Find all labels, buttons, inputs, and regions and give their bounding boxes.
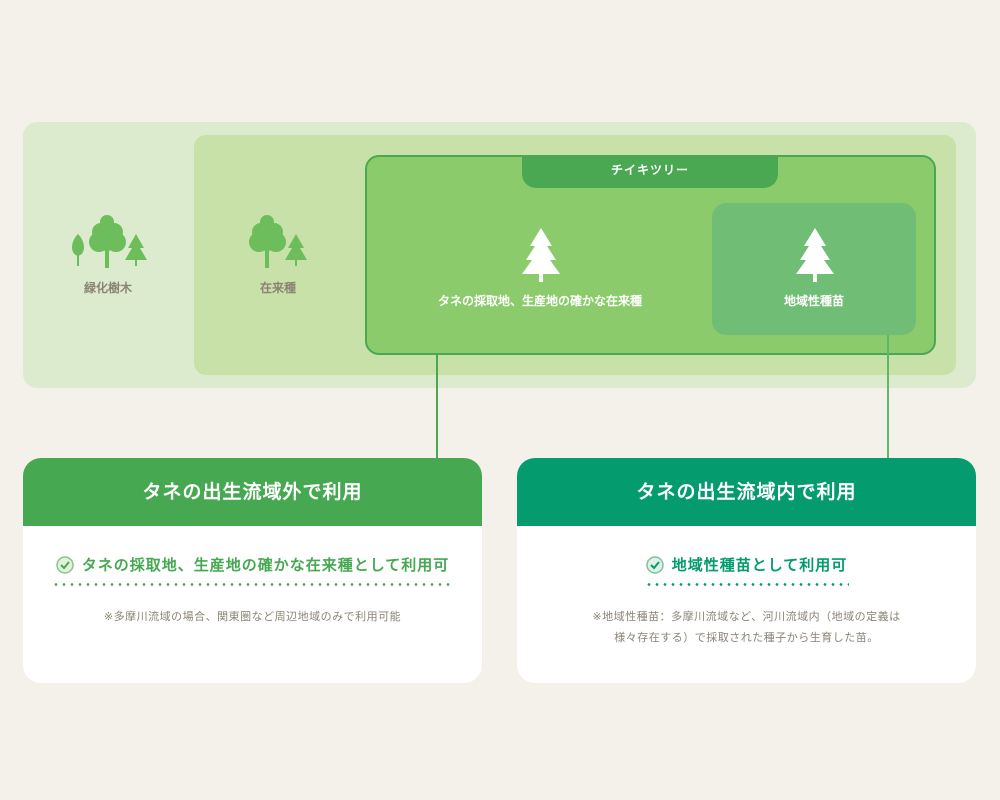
- conifer-icon: [522, 228, 560, 282]
- check-row: タネの採取地、生産地の確かな在来種として利用可: [23, 554, 482, 575]
- connector-line: [887, 335, 889, 459]
- check-circle-icon: [645, 555, 664, 574]
- outside-basin-card: タネの出生流域外で利用 タネの採取地、生産地の確かな在来種として利用可 ※多摩川…: [23, 458, 482, 683]
- check-text: 地域性種苗として利用可: [671, 556, 848, 574]
- note-line: ※地域性種苗：多摩川流域など、河川流域内（地域の定義は: [592, 610, 901, 623]
- connector-line: [436, 355, 438, 459]
- check-circle-icon: [55, 555, 74, 574]
- inside-basin-card: タネの出生流域内で利用 地域性種苗として利用可 ※地域性種苗：多摩川流域など、河…: [517, 458, 976, 683]
- card-title: タネの出生流域内で利用: [517, 458, 976, 526]
- check-text: タネの採取地、生産地の確かな在来種として利用可: [81, 556, 450, 574]
- check-row: 地域性種苗として利用可: [517, 554, 976, 575]
- dotted-divider: [51, 583, 454, 586]
- dotted-divider: [644, 583, 849, 586]
- local-seedling-label: 地域性種苗: [783, 294, 844, 308]
- note-line: 様々存在する）で採取された種子から生育した苗。: [614, 631, 879, 644]
- chiiki-tree-tab: チイキツリー: [522, 155, 778, 188]
- trees-group-icon: [72, 215, 147, 268]
- note-line: ※多摩川流域の場合、関東圏など周辺地域のみで利用可能: [103, 610, 402, 623]
- native-species-label: 在来種: [259, 281, 296, 295]
- note: ※多摩川流域の場合、関東圏など周辺地域のみで利用可能: [23, 606, 482, 627]
- greening-trees-label: 緑化樹木: [83, 281, 132, 295]
- chiiki-tree-label: タネの採取地、生産地の確かな在来種: [437, 294, 642, 308]
- note: ※地域性種苗：多摩川流域など、河川流域内（地域の定義は様々存在する）で採取された…: [517, 606, 976, 648]
- conifer-icon: [796, 228, 834, 282]
- card-title: タネの出生流域外で利用: [23, 458, 482, 526]
- native-trees-icon: [249, 215, 307, 268]
